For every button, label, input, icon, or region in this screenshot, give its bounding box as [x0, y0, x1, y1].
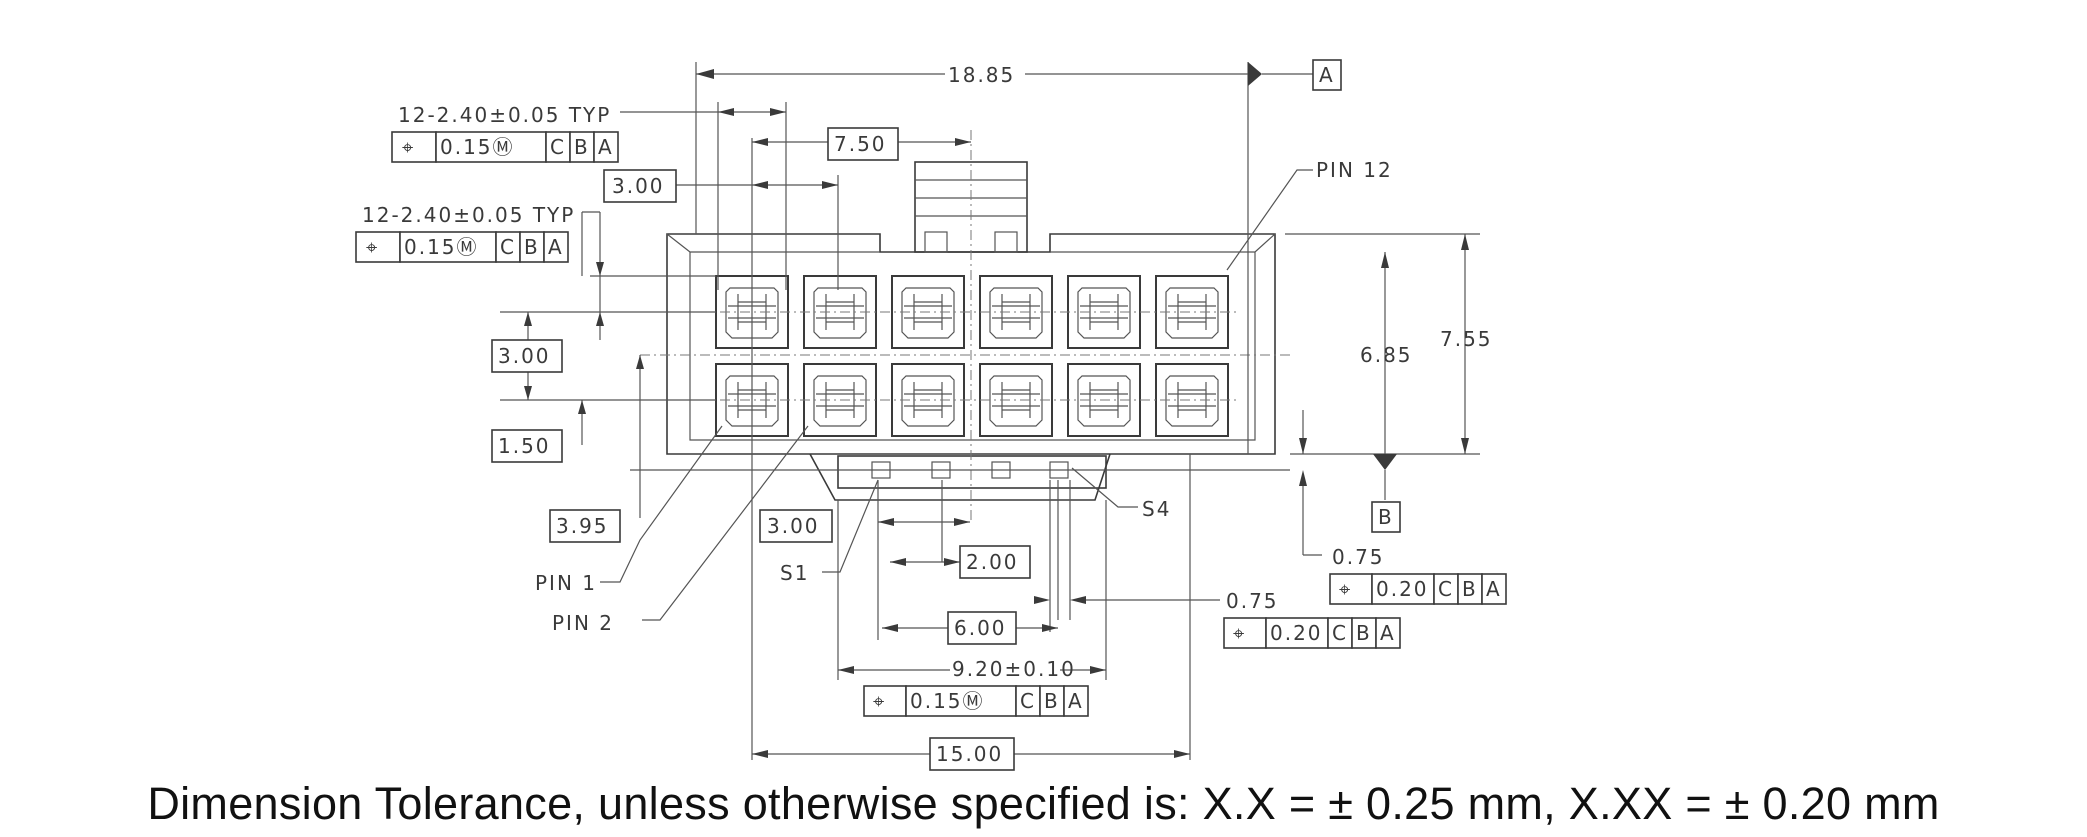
- dim-6-00: 6.00: [954, 616, 1007, 640]
- svg-text:A: A: [1486, 577, 1502, 601]
- dim-18-85: 18.85: [948, 63, 1015, 87]
- svg-text:B: B: [574, 135, 590, 159]
- svg-text:0.20: 0.20: [1376, 577, 1429, 601]
- svg-text:0.20: 0.20: [1270, 621, 1323, 645]
- fcf-015-left: ⌖ 0.15Ⓜ C B A: [355, 231, 569, 263]
- svg-text:A: A: [1068, 689, 1084, 713]
- svg-text:B: B: [1356, 621, 1372, 645]
- svg-text:C: C: [1438, 577, 1454, 601]
- svg-text:A: A: [598, 135, 614, 159]
- svg-text:⌖: ⌖: [366, 235, 379, 259]
- svg-text:A: A: [1380, 621, 1396, 645]
- svg-text:B: B: [1462, 577, 1478, 601]
- svg-text:B: B: [524, 235, 540, 259]
- pin-cavities: [715, 275, 1229, 437]
- svg-text:C: C: [1020, 689, 1036, 713]
- svg-text:⌖: ⌖: [1339, 577, 1352, 601]
- svg-text:A: A: [548, 235, 564, 259]
- tolerance-caption: Dimension Tolerance, unless otherwise sp…: [147, 778, 1940, 829]
- fcf-015-bottom: ⌖ 0.15Ⓜ C B A: [863, 685, 1089, 717]
- center-lines: [640, 130, 1290, 520]
- svg-text:⌖: ⌖: [402, 135, 415, 159]
- dimension-labels: 18.85 A 12-2.40±0.05 TYP ⌖ 0.15Ⓜ C B A 7…: [355, 59, 1507, 771]
- svg-text:B: B: [1044, 689, 1060, 713]
- pin-12-label: PIN 12: [1316, 158, 1393, 182]
- datum-b-label: B: [1378, 505, 1394, 529]
- svg-text:C: C: [1332, 621, 1348, 645]
- dim-7-50: 7.50: [834, 132, 887, 156]
- dim-2-00: 2.00: [966, 550, 1019, 574]
- dim-0-75-b: 0.75: [1226, 589, 1279, 613]
- dimension-lines: [500, 62, 1480, 760]
- dim-9-20: 9.20±0.10: [952, 657, 1076, 681]
- datum-a-label: A: [1319, 63, 1335, 87]
- dim-3-95: 3.95: [556, 514, 609, 538]
- svg-text:⌖: ⌖: [1233, 621, 1246, 645]
- dim-3-00-top: 3.00: [612, 174, 665, 198]
- s1-label: S1: [780, 561, 809, 585]
- fcf-020-lower: ⌖ 0.20 C B A: [1223, 617, 1401, 649]
- svg-text:0.15Ⓜ: 0.15Ⓜ: [440, 135, 515, 159]
- dim-0-75-a: 0.75: [1332, 545, 1385, 569]
- pitch-typ-upper: 12-2.40±0.05 TYP: [398, 103, 611, 127]
- svg-text:C: C: [550, 135, 566, 159]
- dim-1-50: 1.50: [498, 434, 551, 458]
- svg-text:⌖: ⌖: [873, 689, 886, 713]
- s4-label: S4: [1142, 497, 1171, 521]
- dim-7-55: 7.55: [1440, 327, 1493, 351]
- pitch-typ-left: 12-2.40±0.05 TYP: [362, 203, 575, 227]
- svg-text:0.15Ⓜ: 0.15Ⓜ: [910, 689, 985, 713]
- fcf-015-upper: ⌖ 0.15Ⓜ C B A: [391, 131, 619, 163]
- svg-text:0.15Ⓜ: 0.15Ⓜ: [404, 235, 479, 259]
- pin-1-label: PIN 1: [535, 571, 597, 595]
- dim-6-85: 6.85: [1360, 343, 1413, 367]
- fcf-020-right: ⌖ 0.20 C B A: [1329, 573, 1507, 605]
- pin-2-label: PIN 2: [552, 611, 614, 635]
- dim-3-00-bottom: 3.00: [767, 514, 820, 538]
- svg-text:C: C: [500, 235, 516, 259]
- dim-15-00: 15.00: [936, 742, 1003, 766]
- dim-3-00-left: 3.00: [498, 344, 551, 368]
